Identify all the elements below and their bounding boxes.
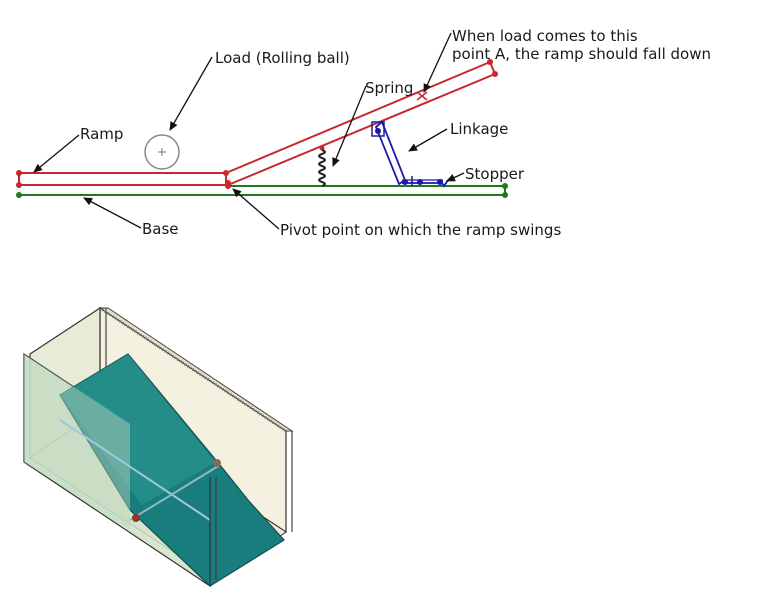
stopper xyxy=(439,179,449,188)
base-leader xyxy=(83,197,142,229)
model-3d xyxy=(23,306,294,588)
label-base: Base xyxy=(142,220,179,238)
label-stopper: Stopper xyxy=(465,165,525,183)
load-leader xyxy=(169,56,213,131)
stopper-leader xyxy=(446,172,465,182)
linkage-leader xyxy=(408,128,448,152)
ramp-inclined xyxy=(225,59,498,186)
label-point-a-line2: point A, the ramp should fall down xyxy=(452,45,711,63)
pivot-leader xyxy=(232,188,280,230)
spring-leader xyxy=(332,85,367,167)
glass-overlay xyxy=(24,354,130,530)
linkage-bolt xyxy=(213,459,221,467)
label-load: Load (Rolling ball) xyxy=(215,49,350,67)
ramp-flat xyxy=(16,170,229,188)
pivot-point xyxy=(225,183,231,189)
ramp-highlight xyxy=(60,354,215,505)
linkage xyxy=(371,120,443,186)
leader-lines xyxy=(33,32,465,230)
label-spring: Spring xyxy=(365,79,413,97)
point-a-leader xyxy=(423,32,452,93)
spring xyxy=(318,145,326,187)
load-ball xyxy=(144,134,180,170)
pivot-bolt xyxy=(132,514,140,522)
rod xyxy=(59,419,211,521)
label-pivot: Pivot point on which the ramp swings xyxy=(280,221,561,239)
hinge-rod xyxy=(129,464,221,521)
ramp-leader xyxy=(33,134,80,173)
label-ramp: Ramp xyxy=(80,125,123,143)
label-point-a-line1: When load comes to this xyxy=(452,27,638,45)
base-line xyxy=(16,183,508,198)
sketch-2d: Load (Rolling ball) Ramp Spring When loa… xyxy=(16,27,711,239)
point-a-marker xyxy=(416,91,428,101)
label-linkage: Linkage xyxy=(450,120,508,138)
